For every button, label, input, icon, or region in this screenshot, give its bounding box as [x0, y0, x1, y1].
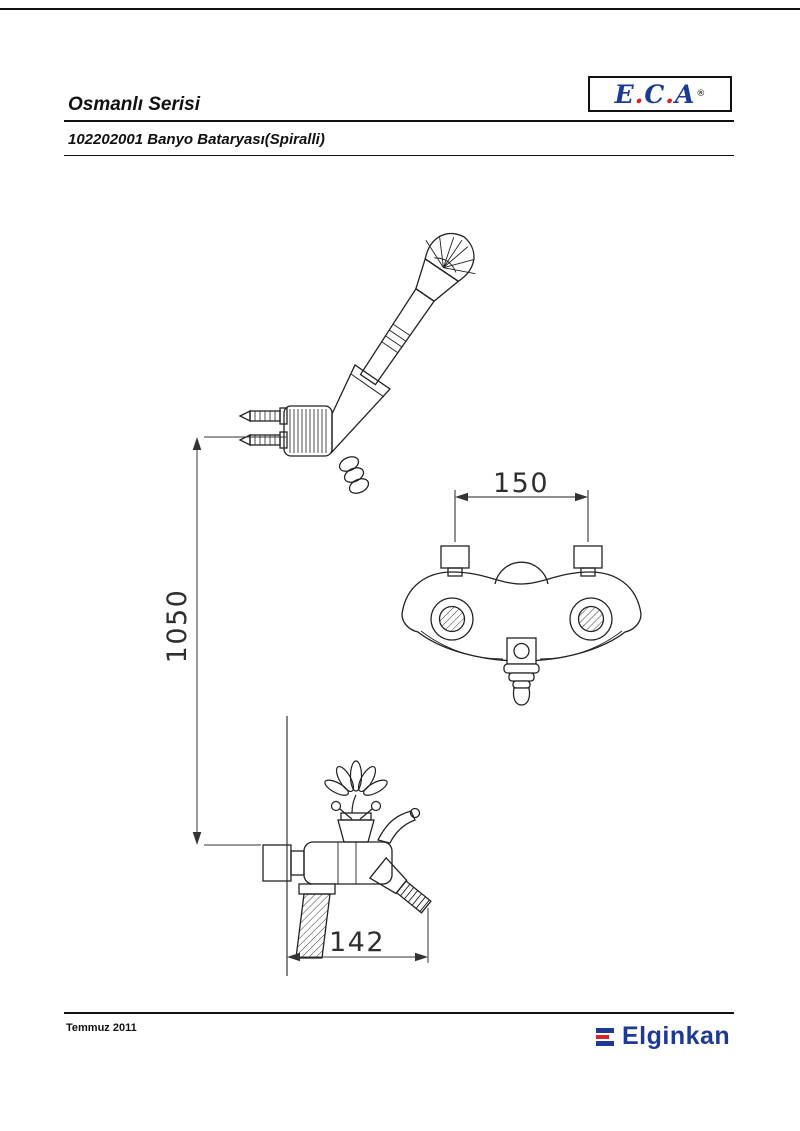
registered-mark: ®	[696, 89, 706, 99]
eca-letter: A	[675, 79, 695, 109]
front-view: 150	[401, 468, 642, 706]
side-view: 142	[262, 716, 432, 976]
spout	[368, 856, 432, 914]
hand-shower	[238, 232, 476, 494]
footer-divider	[64, 1012, 734, 1014]
dimension-150: 150	[454, 468, 589, 542]
page-top-border	[0, 8, 800, 10]
handle-ornament	[324, 760, 388, 820]
eca-letter: C	[644, 79, 665, 109]
eca-dot: .	[634, 79, 644, 109]
page-title: Osmanlı Serisi	[68, 94, 201, 115]
footer-date: Temmuz 2011	[66, 1022, 137, 1034]
subtitle-divider	[64, 155, 734, 156]
dim-1050-label: 1050	[162, 589, 193, 664]
mounting-screws	[238, 407, 288, 449]
elginkan-bar-bottom	[596, 1040, 614, 1046]
dim-150-label: 150	[493, 468, 549, 499]
dim-142-label: 142	[329, 927, 385, 958]
elginkan-bar-top	[596, 1027, 614, 1033]
elginkan-bar-middle	[596, 1034, 609, 1039]
dimension-142: 142	[287, 908, 429, 963]
spiral-hose-coil	[338, 456, 370, 494]
title-divider	[64, 120, 734, 122]
shower-bracket	[283, 364, 391, 457]
spiral-hose-side	[295, 883, 336, 959]
product-code-title: 102202001 Banyo Bataryası(Spiralli)	[68, 131, 325, 148]
elginkan-logo: Elginkan	[596, 1022, 730, 1051]
elginkan-wordmark: Elginkan	[622, 1022, 731, 1050]
eca-letter: E	[614, 79, 634, 109]
eca-dot: .	[665, 79, 674, 109]
elginkan-icon	[596, 1025, 616, 1049]
eca-logo: E.C.A®	[588, 76, 732, 112]
dimension-1050: 1050	[162, 436, 286, 846]
